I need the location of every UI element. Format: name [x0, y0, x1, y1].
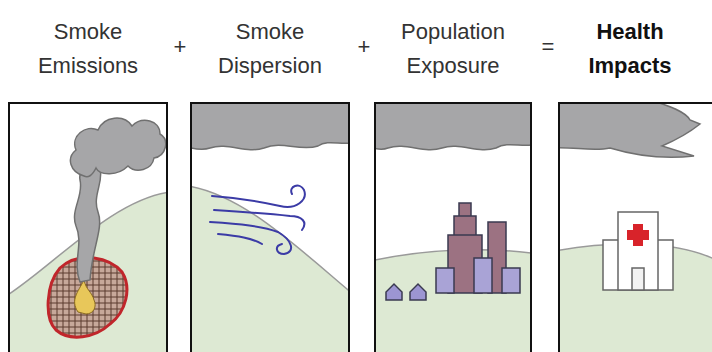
panel-heading: Population Exposure: [389, 15, 517, 83]
panel: Smoke Dispersion: [182, 0, 358, 352]
exposure-scene: [375, 103, 531, 352]
panel: Smoke Emissions: [0, 0, 176, 352]
operator-sign: =: [538, 34, 558, 60]
panel-heading: Smoke Emissions: [24, 15, 152, 83]
health-scene: [559, 103, 712, 352]
panel: Population Exposure: [365, 0, 541, 352]
operator-sign: +: [170, 34, 190, 60]
panel: Health Impacts: [548, 0, 712, 352]
emissions-scene: [9, 118, 167, 352]
panel-heading: Smoke Dispersion: [206, 15, 334, 83]
operator-sign: +: [354, 34, 374, 60]
panel-heading: Health Impacts: [566, 15, 694, 83]
dispersion-scene: [191, 103, 349, 352]
